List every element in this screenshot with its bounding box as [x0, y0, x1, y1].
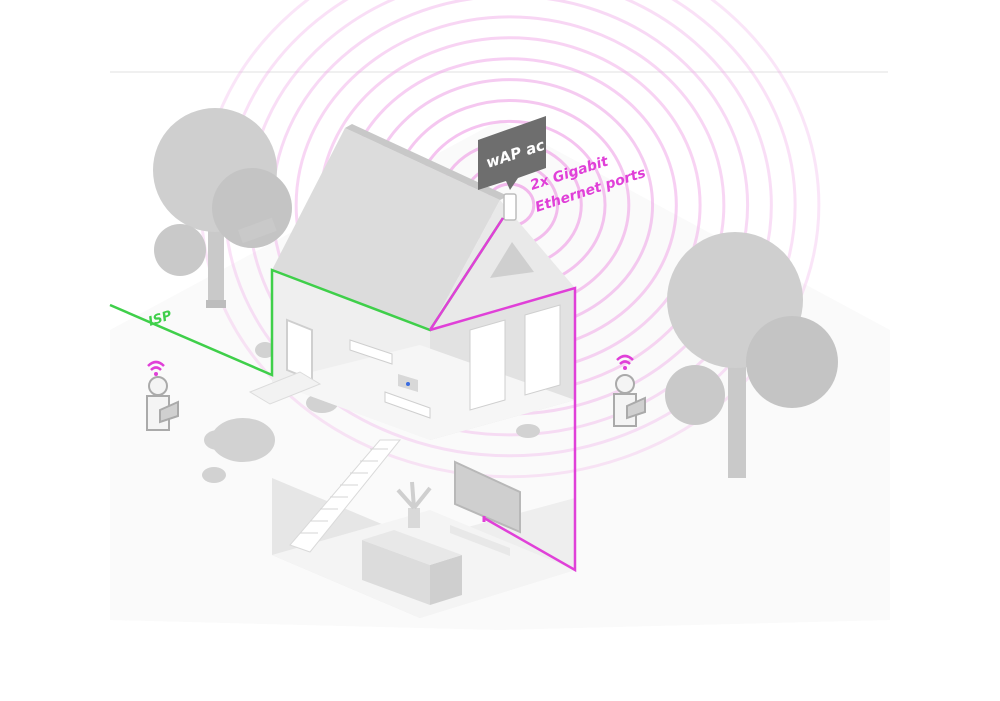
- tree-icon: [665, 232, 838, 478]
- wifi-icon: [616, 354, 634, 370]
- tree-icon: [153, 108, 292, 308]
- person-laptop-icon: [613, 374, 646, 427]
- ground-floor: [248, 270, 575, 440]
- bushes: [202, 342, 540, 483]
- isp-label: ISP: [147, 308, 175, 330]
- device-callout: wAP ac: [478, 116, 547, 190]
- antenna-icon: [503, 193, 517, 221]
- lan-cable: [429, 286, 577, 573]
- person-laptop-icon: [146, 376, 179, 431]
- wifi-icon: [147, 360, 165, 376]
- lan-cable-roof: [428, 217, 505, 331]
- basement: [272, 439, 575, 618]
